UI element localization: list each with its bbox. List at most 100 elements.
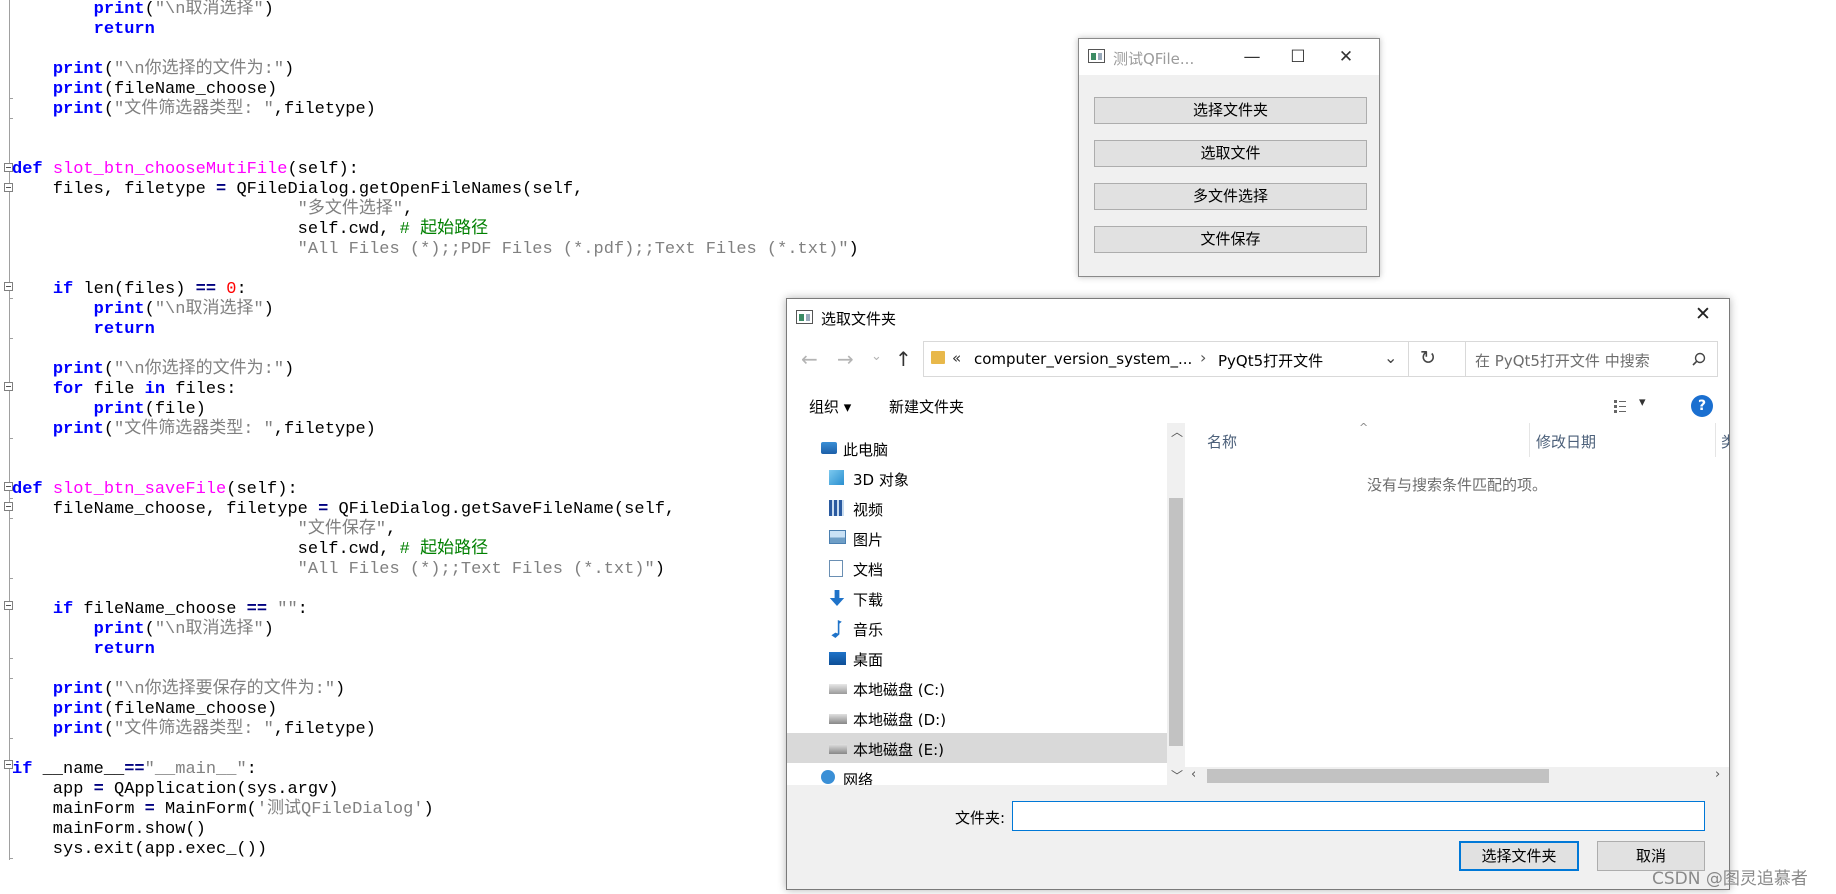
code-token: print xyxy=(52,80,104,99)
column-divider[interactable] xyxy=(1715,423,1716,457)
back-arrow-icon[interactable]: ← xyxy=(801,347,818,371)
nav-item-label: 此电脑 xyxy=(843,441,889,459)
fold-toggle-icon[interactable] xyxy=(4,282,13,291)
code-token: files: xyxy=(165,380,237,399)
fold-end-marker xyxy=(9,118,13,119)
code-token xyxy=(12,700,53,719)
nav-item-label: 视频 xyxy=(853,501,884,519)
nav-item[interactable]: 桌面 xyxy=(787,643,1167,673)
nav-item[interactable]: 本地磁盘 (D:) xyxy=(787,703,1167,733)
nav-item[interactable]: 本地磁盘 (E:) xyxy=(787,733,1167,763)
dialog-close-icon[interactable]: ✕ xyxy=(1695,303,1711,325)
documents-icon xyxy=(829,560,843,577)
scroll-down-icon[interactable]: ﹀ xyxy=(1171,769,1184,783)
code-line: "All Files (*);;Text Files (*.txt)") xyxy=(12,560,665,580)
code-token: ,filetype) xyxy=(273,100,376,119)
code-line: print("文件筛选器类型: ",filetype) xyxy=(12,720,376,740)
code-token: "\n取消选择" xyxy=(154,0,264,19)
nav-item[interactable]: 文档 xyxy=(787,553,1167,583)
breadcrumb-segment[interactable]: computer_version_system_... xyxy=(974,350,1193,368)
code-line: print("\n你选择的文件为:") xyxy=(12,60,294,80)
scroll-left-icon[interactable]: ‹ xyxy=(1191,767,1197,782)
choose-multi-file-button[interactable]: 多文件选择 xyxy=(1094,183,1367,210)
fold-end-marker xyxy=(9,338,13,339)
code-token: def xyxy=(12,480,43,499)
nav-item[interactable]: 图片 xyxy=(787,523,1167,553)
code-token: "文件筛选器类型: " xyxy=(114,720,274,739)
code-token: print xyxy=(93,0,145,19)
maximize-icon[interactable]: ☐ xyxy=(1290,47,1306,67)
view-dropdown-icon[interactable]: ▾ xyxy=(1639,395,1646,410)
fold-toggle-icon[interactable] xyxy=(4,502,13,511)
address-bar[interactable]: « computer_version_system_... › PyQt5打开文… xyxy=(923,341,1467,377)
folder-name-input[interactable] xyxy=(1012,801,1705,831)
view-options-icon[interactable] xyxy=(1613,398,1633,414)
scroll-right-icon[interactable]: › xyxy=(1715,767,1721,782)
navigation-scrollbar[interactable]: ︿ ﹀ xyxy=(1167,423,1185,785)
code-token: fileName_choose xyxy=(73,600,247,619)
up-arrow-icon[interactable]: ↑ xyxy=(895,347,912,371)
search-icon[interactable] xyxy=(1692,352,1706,366)
nav-item-label: 本地磁盘 (E:) xyxy=(853,741,945,759)
code-token: == xyxy=(246,600,268,619)
refresh-icon[interactable]: ↻ xyxy=(1420,347,1436,369)
file-list[interactable]: 名称 ^ 修改日期 类 没有与搜索条件匹配的项。 xyxy=(1185,423,1729,785)
address-dropdown-icon[interactable]: ⌄ xyxy=(1384,348,1398,367)
fold-toggle-icon[interactable] xyxy=(4,382,13,391)
search-input[interactable]: 在 PyQt5打开文件 中搜索 xyxy=(1465,341,1718,377)
code-token: print xyxy=(93,400,145,419)
code-token: = xyxy=(216,180,227,199)
nav-item[interactable]: 视频 xyxy=(787,493,1167,523)
code-line: files, filetype = QFileDialog.getOpenFil… xyxy=(12,180,584,200)
code-token: self.cwd, xyxy=(12,540,400,559)
3d-objects-icon xyxy=(829,470,844,485)
fold-toggle-icon[interactable] xyxy=(4,760,13,769)
close-icon[interactable]: ✕ xyxy=(1338,47,1354,67)
select-folder-button[interactable]: 选择文件夹 xyxy=(1459,841,1579,871)
code-token: (fileName_choose) xyxy=(103,80,278,99)
nav-item[interactable]: 此电脑 xyxy=(787,433,1167,463)
hscroll-thumb[interactable] xyxy=(1207,769,1549,783)
test-window-titlebar[interactable]: 测试QFile... — ☐ ✕ xyxy=(1079,39,1379,75)
choose-file-button[interactable]: 选取文件 xyxy=(1094,140,1367,167)
code-token: ( xyxy=(144,620,155,639)
nav-item[interactable]: 网络 xyxy=(787,763,1167,785)
breadcrumb-overflow[interactable]: « xyxy=(952,349,962,367)
breadcrumb-separator[interactable]: › xyxy=(1200,348,1207,367)
column-header-type[interactable]: 类 xyxy=(1721,433,1729,451)
code-token: : xyxy=(297,600,308,619)
nav-item[interactable]: 下载 xyxy=(787,583,1167,613)
fold-end-marker xyxy=(9,738,13,739)
choose-folder-button[interactable]: 选择文件夹 xyxy=(1094,97,1367,124)
nav-item[interactable]: 音乐 xyxy=(787,613,1167,643)
file-list-hscrollbar[interactable]: ‹ › xyxy=(1185,767,1729,785)
nav-item-label: 桌面 xyxy=(853,651,884,669)
recent-chevron-icon[interactable]: ⌄ xyxy=(871,349,882,364)
dialog-title: 选取文件夹 xyxy=(821,310,897,328)
nav-item[interactable]: 3D 对象 xyxy=(787,463,1167,493)
forward-arrow-icon[interactable]: → xyxy=(837,347,854,371)
fold-toggle-icon[interactable] xyxy=(4,601,13,610)
code-token: "文件筛选器类型: " xyxy=(114,100,274,119)
code-token xyxy=(12,680,53,699)
scroll-thumb[interactable] xyxy=(1169,498,1183,746)
column-divider[interactable] xyxy=(1529,423,1530,457)
nav-item[interactable]: 本地磁盘 (C:) xyxy=(787,673,1167,703)
fold-toggle-icon[interactable] xyxy=(4,482,13,491)
scroll-up-icon[interactable]: ︿ xyxy=(1171,425,1184,439)
column-header-name[interactable]: 名称 xyxy=(1207,433,1238,451)
save-file-button[interactable]: 文件保存 xyxy=(1094,226,1367,253)
fold-toggle-icon[interactable] xyxy=(4,163,13,172)
minimize-icon[interactable]: — xyxy=(1243,47,1261,67)
cancel-button[interactable]: 取消 xyxy=(1597,841,1705,871)
downloads-icon xyxy=(829,590,845,606)
code-token: file xyxy=(83,380,145,399)
organize-menu[interactable]: 组织 ▾ xyxy=(809,398,852,416)
breadcrumb-segment[interactable]: PyQt5打开文件 xyxy=(1218,352,1324,370)
fold-toggle-icon[interactable] xyxy=(4,183,13,192)
new-folder-button[interactable]: 新建文件夹 xyxy=(889,398,965,416)
help-icon[interactable]: ? xyxy=(1691,395,1713,417)
code-token: "文件筛选器类型: " xyxy=(114,420,274,439)
column-header-modified[interactable]: 修改日期 xyxy=(1536,433,1597,451)
code-token: ( xyxy=(103,360,115,379)
